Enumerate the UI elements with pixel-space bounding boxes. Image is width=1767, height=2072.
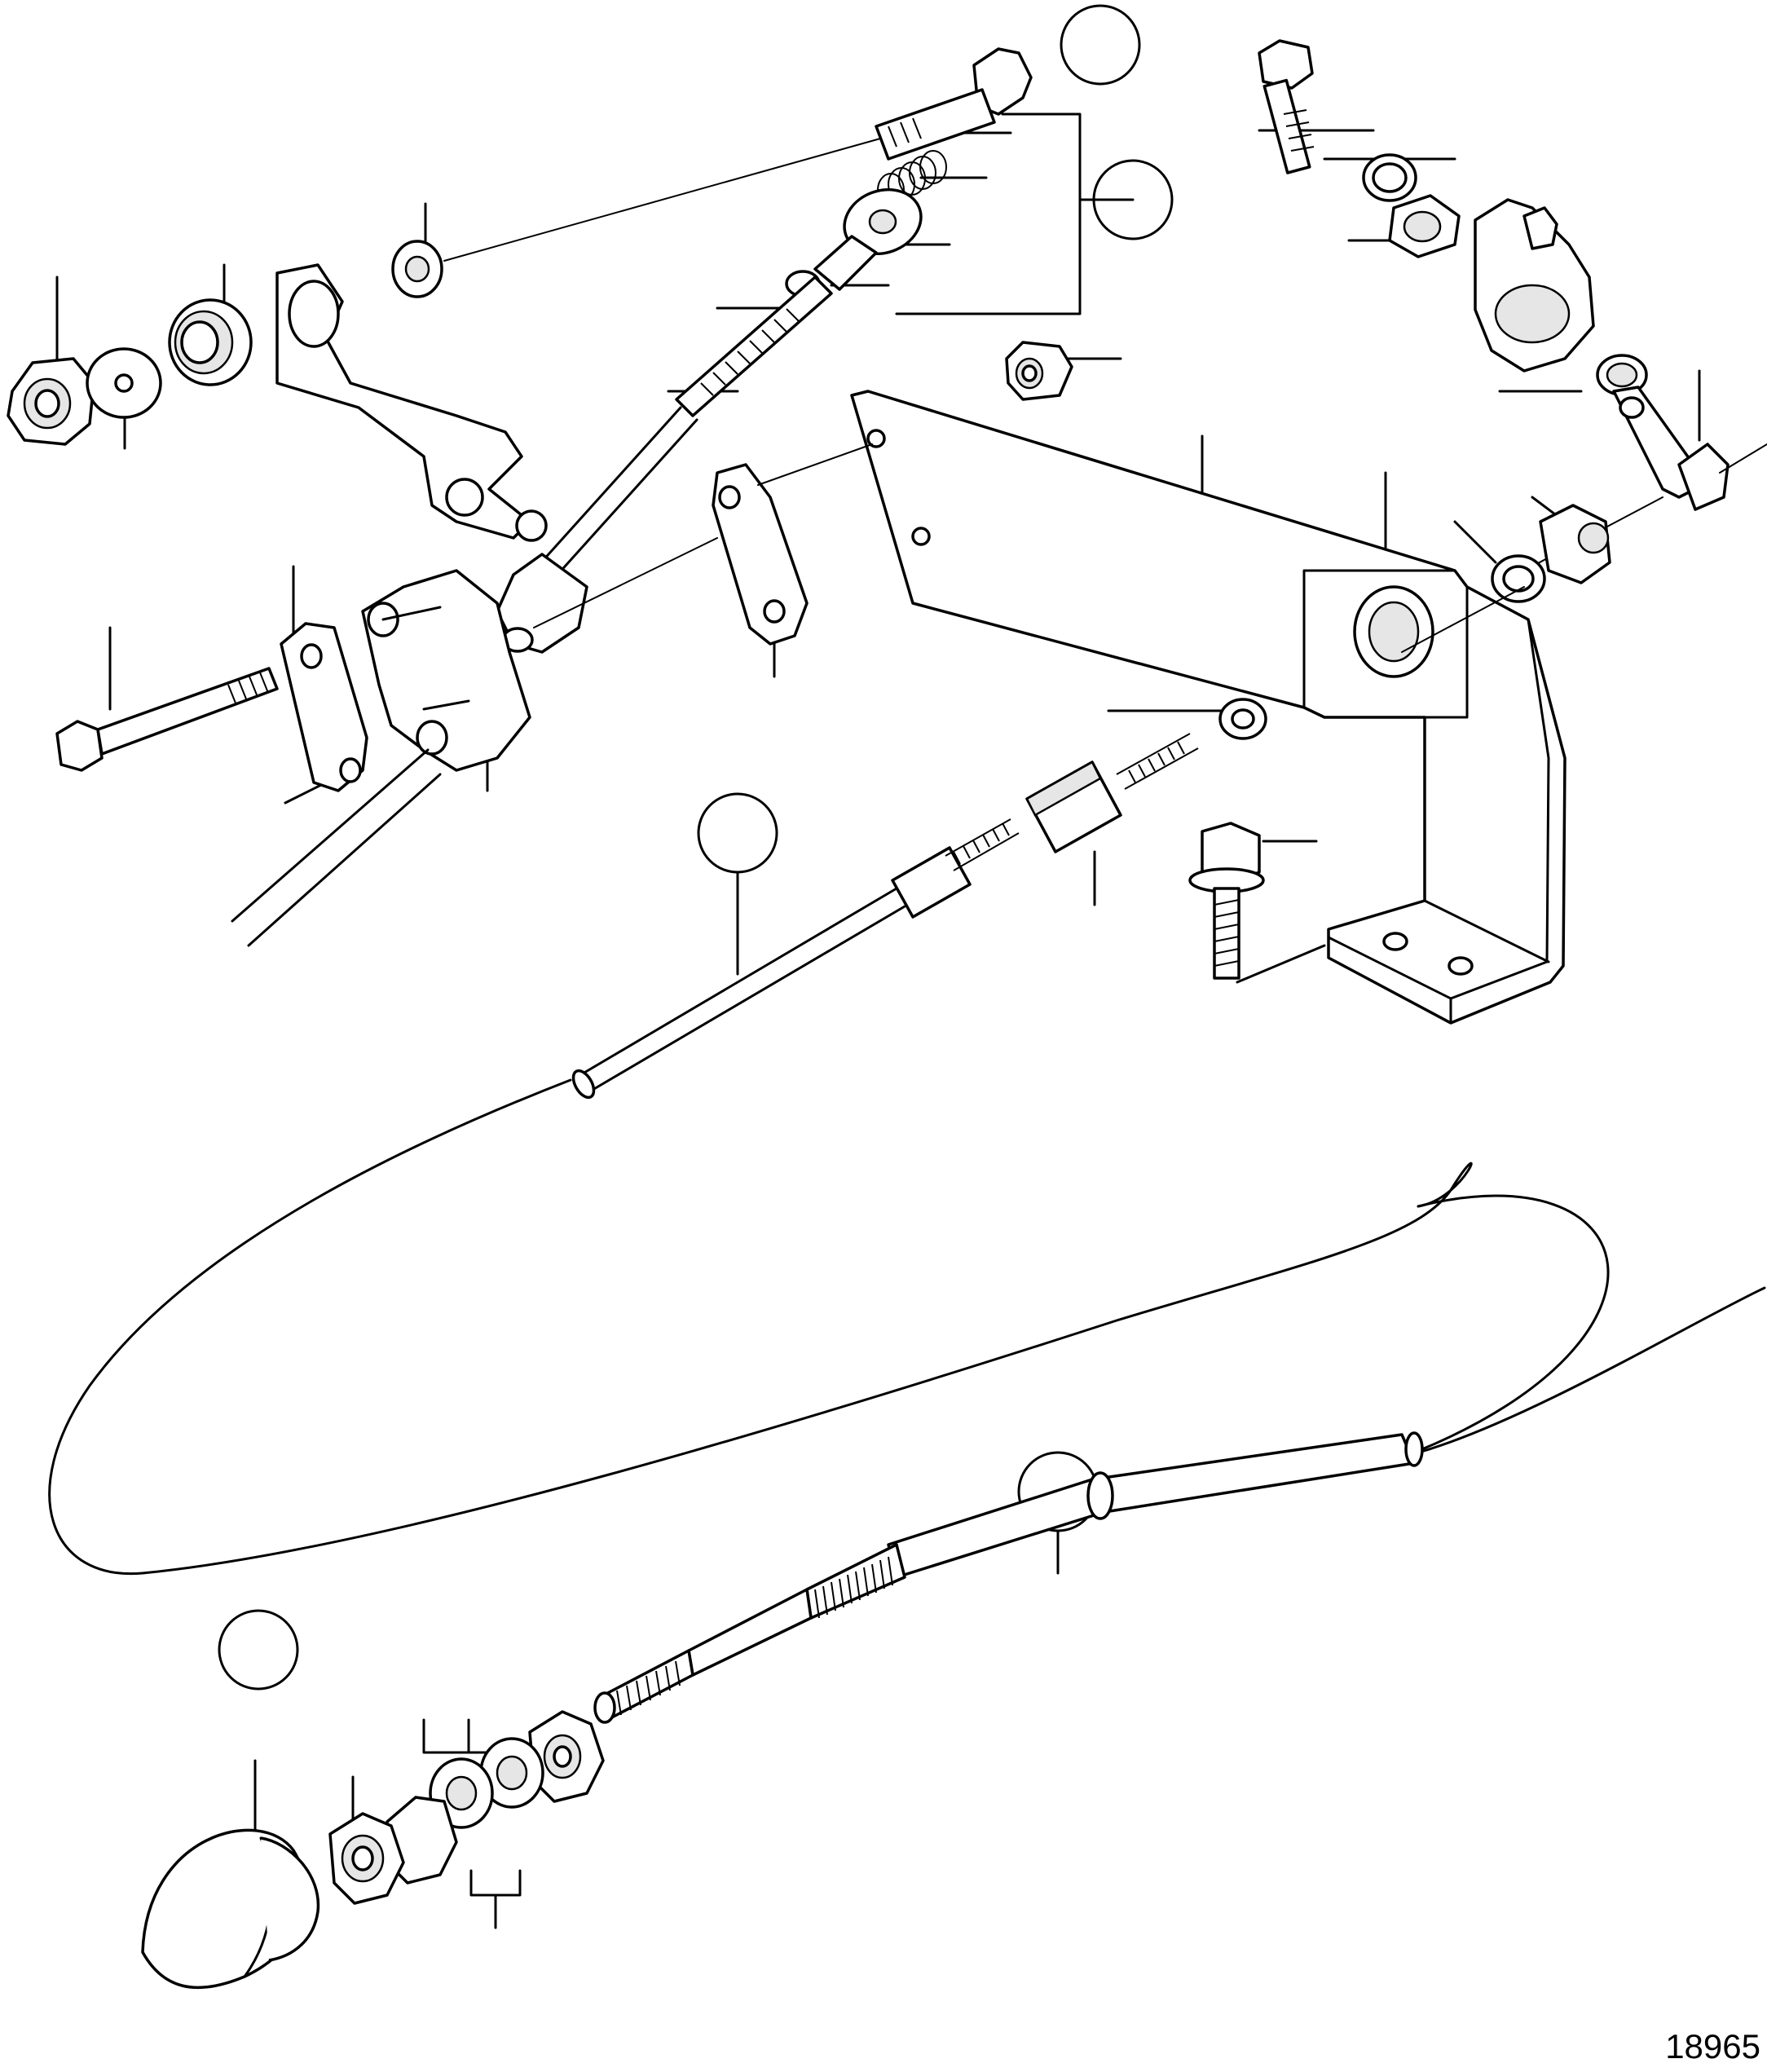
figure-number: 18965 bbox=[1665, 2027, 1760, 2065]
callout-circle-cable-upper bbox=[697, 792, 778, 874]
upper-control-cable bbox=[571, 733, 1199, 1100]
flange-nut-bracket bbox=[1005, 341, 1073, 401]
left-lever-assembly bbox=[7, 138, 881, 542]
callout-circle-top bbox=[1060, 4, 1141, 86]
cable-loop bbox=[48, 1078, 1473, 1576]
callout-circles bbox=[218, 4, 1174, 1691]
left-clamp-assembly bbox=[55, 443, 873, 947]
cable-loop-right bbox=[1422, 1286, 1766, 1453]
callout-circle-knob bbox=[218, 1609, 299, 1691]
mounting-bracket bbox=[850, 390, 1567, 1025]
lower-control-cable bbox=[593, 1431, 1424, 1724]
flange-bolt bbox=[1188, 822, 1265, 980]
knob-hardware bbox=[141, 1710, 605, 1990]
top-right-assembly bbox=[1258, 39, 1767, 653]
